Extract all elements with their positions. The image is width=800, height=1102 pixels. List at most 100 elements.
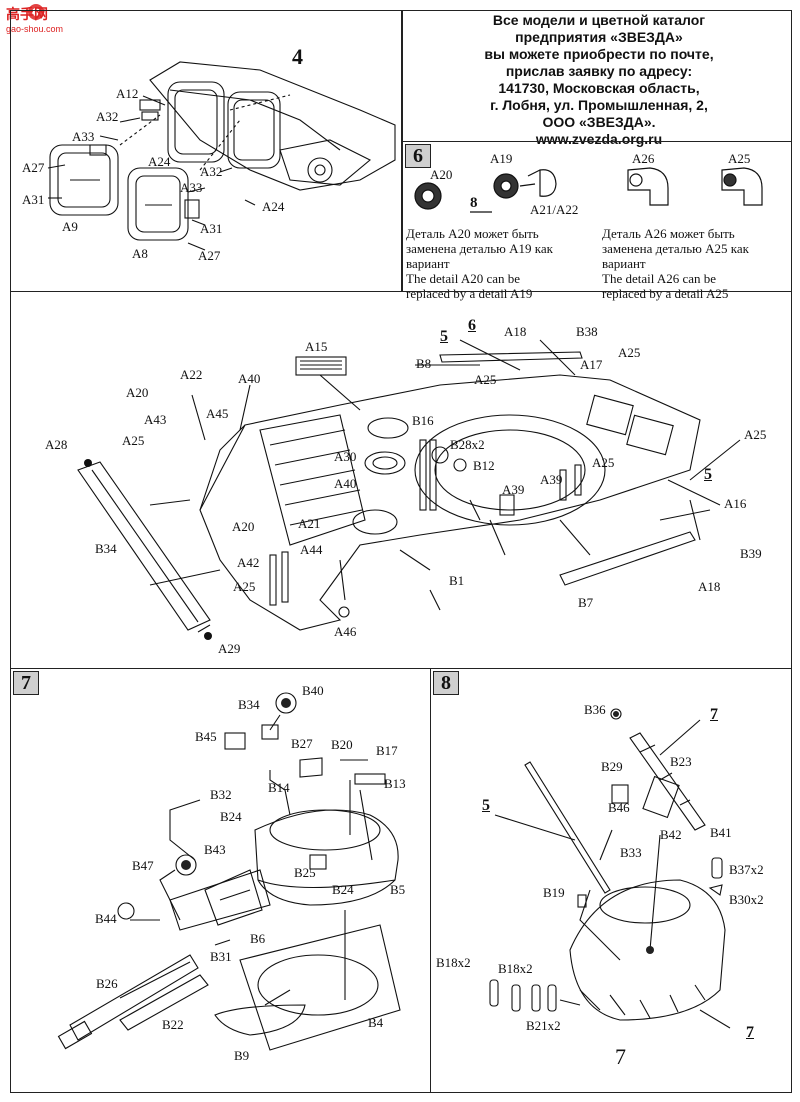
- callout-label: B9: [234, 1048, 250, 1063]
- info-line: предприятия «ЗВЕЗДА»: [515, 29, 683, 45]
- callout-label: A17: [580, 357, 603, 372]
- callout-label: B27: [291, 736, 313, 751]
- callout-label: B18x2: [436, 955, 471, 970]
- info-text: Все модели и цветной каталог предприятия…: [403, 12, 795, 148]
- callout-label: A44: [300, 542, 323, 557]
- callout-label: A25: [233, 579, 256, 594]
- callout-label: 7: [615, 1044, 626, 1069]
- callout-label: A25: [618, 345, 641, 360]
- callout-label: B1: [449, 573, 465, 588]
- callout-label: A18: [504, 324, 527, 339]
- callout-label: B33: [620, 845, 642, 860]
- callout-label: A24: [262, 199, 285, 214]
- callout-label: B28x2: [450, 437, 485, 452]
- callout-label: A25: [592, 455, 615, 470]
- callout-label: B8: [416, 356, 432, 371]
- callout-label: A21: [298, 516, 321, 531]
- callout-label: B5: [390, 882, 406, 897]
- callout-label: B42: [660, 827, 682, 842]
- callout-label: A40: [334, 476, 357, 491]
- callout-label: A8: [132, 246, 148, 261]
- note-line: Деталь A20 может быть: [406, 226, 539, 241]
- callout-label: B32: [210, 787, 232, 802]
- callout-label: B43: [204, 842, 226, 857]
- info-line: www.zvezda.org.ru: [535, 131, 663, 147]
- callout-label: A28: [45, 437, 68, 452]
- callout-label: A15: [305, 339, 328, 354]
- callout-label: B47: [132, 858, 154, 873]
- callout-label: A25: [122, 433, 145, 448]
- callout-label: B7: [578, 595, 594, 610]
- callout-label: B26: [96, 976, 118, 991]
- step7-number: 7: [13, 671, 39, 695]
- callout-label: B38: [576, 324, 598, 339]
- info-line: ООО «ЗВЕЗДА».: [542, 114, 656, 130]
- callout-label: B31: [210, 949, 232, 964]
- callout-label: B25: [294, 865, 316, 880]
- callout-label: B4: [368, 1015, 384, 1030]
- callout-label: A43: [144, 412, 167, 427]
- note-line: replaced by a detail A25: [602, 286, 729, 301]
- callout-label: A20: [232, 519, 255, 534]
- info-line: вы можете приобрести по почте,: [484, 46, 714, 62]
- callout-label: B44: [95, 911, 117, 926]
- callout-label: B24: [220, 809, 242, 824]
- info-line: Все модели и цветной каталог: [492, 12, 706, 28]
- info-line: прислав заявку по адресу:: [505, 63, 693, 79]
- callout-label: A19: [490, 151, 513, 166]
- callout-label: 6: [468, 317, 476, 334]
- callout-label: A25: [744, 427, 767, 442]
- step6-note-right: Деталь A26 может быть заменена деталью A…: [602, 226, 786, 301]
- callout-label: A27: [198, 248, 221, 263]
- watermark-logo: 高手网 gao-shou.com: [2, 2, 70, 36]
- callout-label: A18: [698, 579, 721, 594]
- callout-label: A20: [430, 167, 453, 182]
- callout-label: B24: [332, 882, 354, 897]
- note-line: заменена деталью A25 как: [602, 241, 749, 256]
- callout-label: A20: [126, 385, 149, 400]
- callout-label: B46: [608, 800, 630, 815]
- callout-label: 7: [746, 1024, 754, 1041]
- callout-label: B37x2: [729, 862, 764, 877]
- callout-label: A24: [148, 154, 171, 169]
- callout-label: 5: [704, 466, 712, 483]
- note-line: вариант: [406, 256, 450, 271]
- note-line: replaced by a detail A19: [406, 286, 533, 301]
- callout-label: A27: [22, 160, 45, 175]
- callout-label: A16: [724, 496, 747, 511]
- callout-label: A32: [96, 109, 119, 124]
- callout-label: B14: [268, 780, 290, 795]
- note-line: вариант: [602, 256, 646, 271]
- callout-label: B29: [601, 759, 623, 774]
- callout-label: B34: [95, 541, 117, 556]
- callout-label: A39: [502, 482, 525, 497]
- callout-label: 5: [440, 328, 448, 345]
- callout-label: 5: [482, 797, 490, 814]
- callout-label: A31: [22, 192, 45, 207]
- info-line: г. Лобня, ул. Промышленная, 2,: [490, 97, 708, 113]
- step4-number: 4: [292, 44, 303, 69]
- callout-label: B6: [250, 931, 266, 946]
- callout-label: B34: [238, 697, 260, 712]
- callout-label: A39: [540, 472, 563, 487]
- callout-label: A33: [180, 180, 203, 195]
- callout-label: B41: [710, 825, 732, 840]
- callout-label: A31: [200, 221, 223, 236]
- callout-label: A40: [238, 371, 261, 386]
- callout-label: A25: [728, 151, 751, 166]
- callout-label: B20: [331, 737, 353, 752]
- step6-note-left: Деталь A20 может быть заменена деталью A…: [406, 226, 590, 301]
- callout-label: A29: [218, 641, 241, 656]
- callout-label: A22: [180, 367, 203, 382]
- step8-panel: [430, 668, 792, 1093]
- callout-label: A45: [206, 406, 229, 421]
- note-line: The detail A26 can be: [602, 271, 717, 286]
- callout-label: B13: [384, 776, 406, 791]
- callout-label: 7: [710, 706, 718, 723]
- callout-label: B17: [376, 743, 398, 758]
